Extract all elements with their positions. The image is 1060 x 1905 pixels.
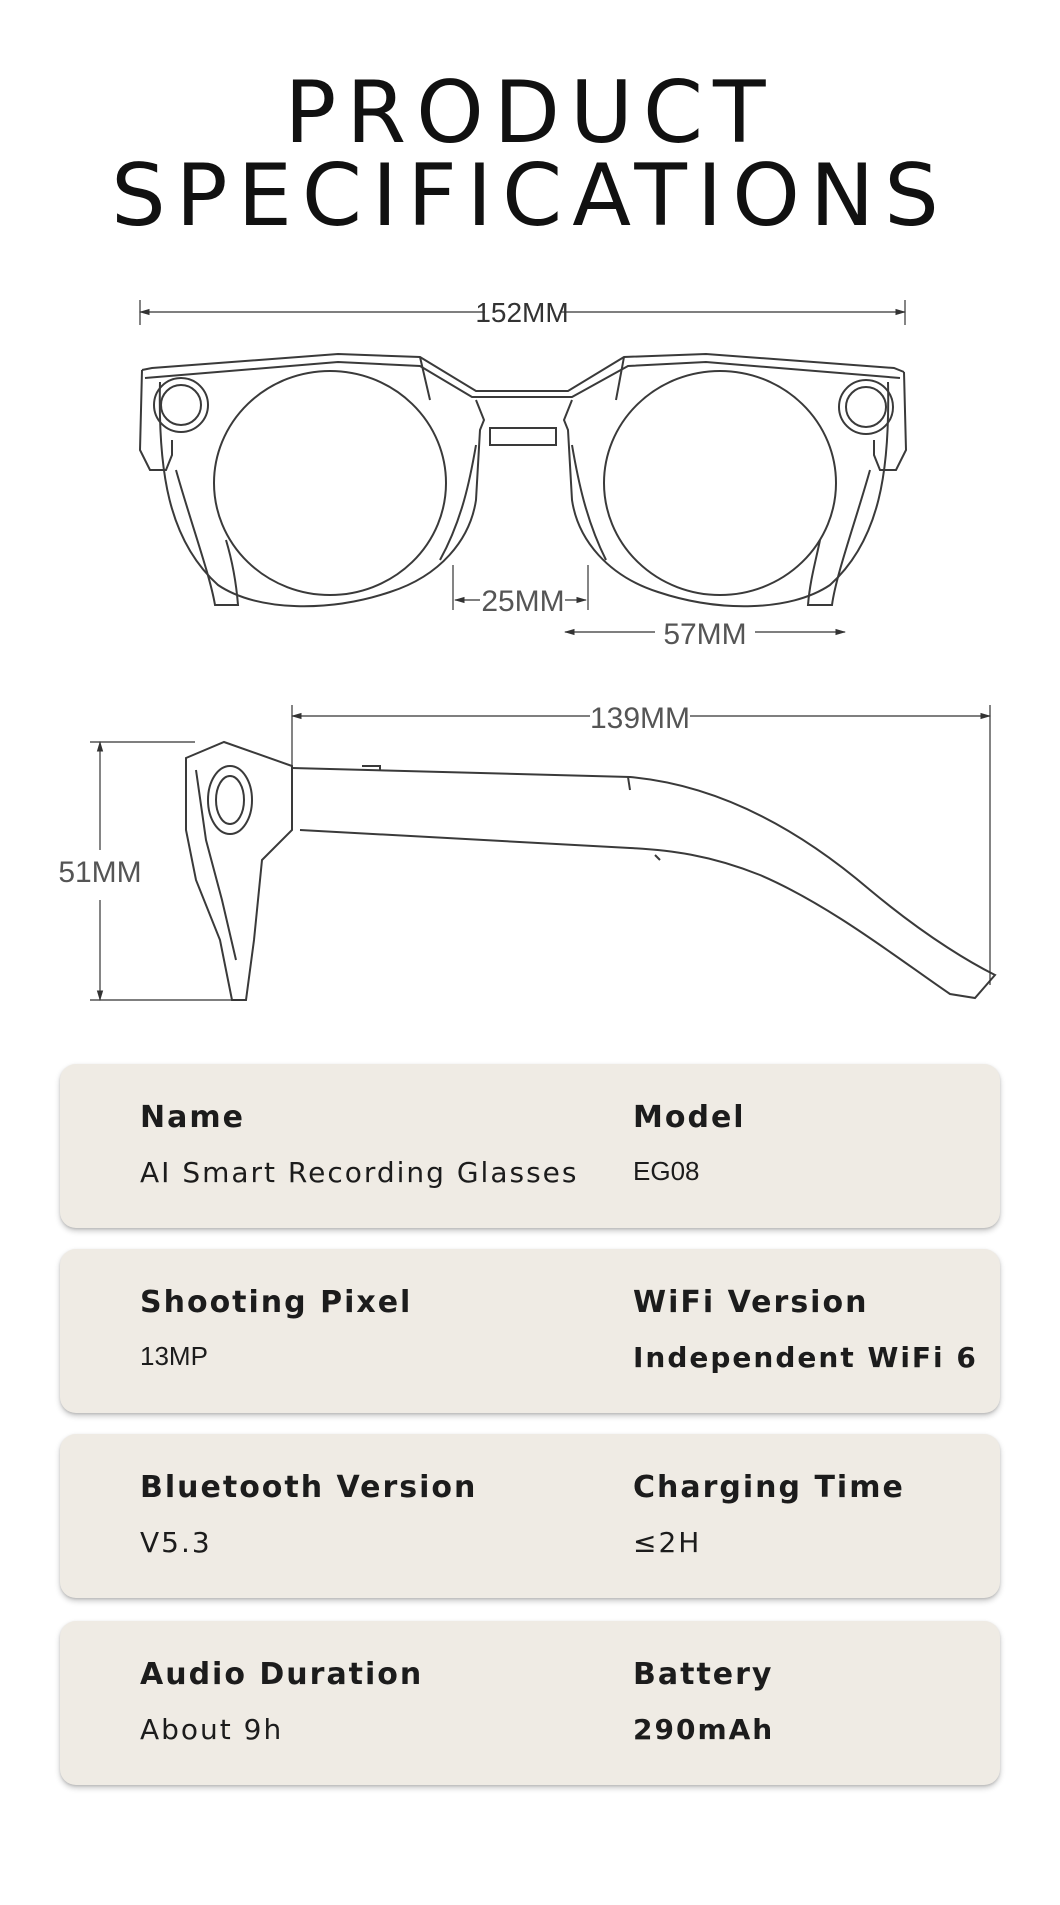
spec-value-wifi-version: Independent WiFi 6	[633, 1341, 978, 1374]
spec-value-battery: 290mAh	[633, 1713, 775, 1746]
page-title-line-1: PRODUCT	[284, 63, 776, 163]
spec-label-wifi-version: WiFi Version	[633, 1285, 869, 1320]
dimension-frame-height: 51MM	[58, 856, 141, 889]
spec-label-model: Model	[633, 1100, 746, 1135]
spec-label-audio-duration: Audio Duration	[140, 1657, 424, 1692]
spec-value-name: AI Smart Recording Glasses	[140, 1156, 579, 1189]
side-view-glasses	[185, 740, 997, 1001]
spec-label-shooting-pixel: Shooting Pixel	[140, 1285, 413, 1320]
dimension-total-width: 152MM	[475, 297, 568, 328]
page-title-line-2: SPECIFICATIONS	[111, 146, 949, 246]
spec-card-audio-battery: Audio Duration About 9h Battery 290mAh	[60, 1621, 1000, 1785]
spec-value-shooting-pixel: 13MP	[140, 1341, 208, 1371]
spec-card-bluetooth-charging: Bluetooth Version V5.3 Charging Time ≤2H	[60, 1434, 1000, 1598]
spec-card-pixel-wifi: Shooting Pixel 13MP WiFi Version Indepen…	[60, 1249, 1000, 1413]
dimension-lens-width: 57MM	[663, 618, 746, 651]
spec-label-name: Name	[140, 1100, 245, 1135]
spec-value-model: EG08	[633, 1156, 700, 1186]
dimension-bridge-width: 25MM	[481, 585, 564, 618]
spec-label-bluetooth-version: Bluetooth Version	[140, 1470, 478, 1505]
spec-card-name-model: Name AI Smart Recording Glasses Model EG…	[60, 1064, 1000, 1228]
spec-value-charging-time: ≤2H	[633, 1526, 702, 1559]
spec-value-audio-duration: About 9h	[140, 1713, 284, 1746]
spec-label-battery: Battery	[633, 1657, 774, 1692]
dimension-temple-length: 139MM	[590, 702, 690, 735]
front-view-glasses	[138, 352, 908, 608]
spec-label-charging-time: Charging Time	[633, 1470, 905, 1505]
spec-value-bluetooth-version: V5.3	[140, 1526, 212, 1559]
